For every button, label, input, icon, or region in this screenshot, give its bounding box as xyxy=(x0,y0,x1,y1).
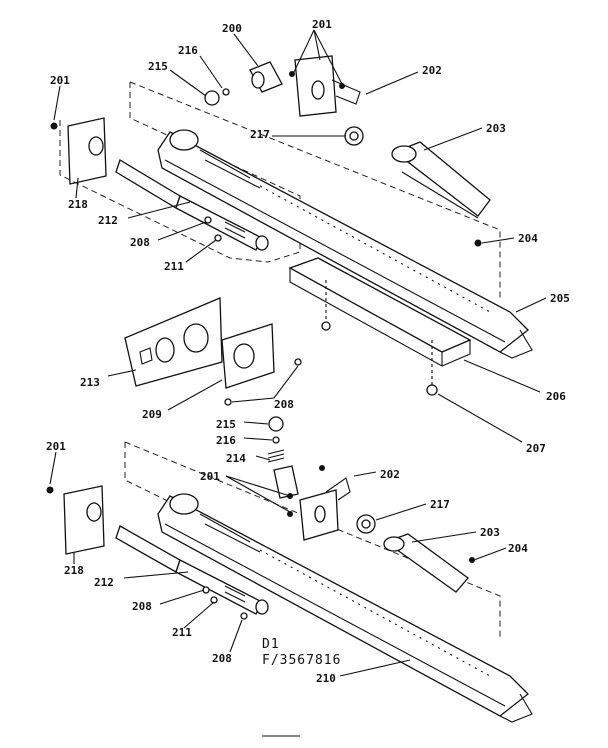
callout-203-lower: 203 xyxy=(480,526,500,539)
middle-panel-group xyxy=(124,297,302,406)
callout-202-lower: 202 xyxy=(380,468,400,481)
callout-216-lower: 216 xyxy=(216,434,236,447)
callout-214: 214 xyxy=(226,452,246,465)
orifice-bracket-202 xyxy=(294,55,361,117)
callout-201-left-top: 201 xyxy=(50,74,70,87)
callout-205: 205 xyxy=(550,292,570,305)
gas-valve-200 xyxy=(249,61,283,93)
callout-208-lower-a: 208 xyxy=(132,600,152,613)
screw-204-lower xyxy=(469,557,475,563)
callout-218-lower: 218 xyxy=(64,564,84,577)
callout-212-lower: 212 xyxy=(94,576,114,589)
igniter-212-lower xyxy=(115,525,269,615)
screw-208-middle-a xyxy=(224,398,232,406)
callout-217-lower: 217 xyxy=(430,498,450,511)
callout-201-top: 201 xyxy=(312,18,332,31)
screw-211-lower xyxy=(210,596,218,604)
screw-204 xyxy=(474,239,482,247)
callout-216-top: 216 xyxy=(178,44,198,57)
callout-202-top: 202 xyxy=(422,64,442,77)
callout-208-lower-b: 208 xyxy=(212,652,232,665)
nut-215-lower xyxy=(268,416,284,432)
screw-201-top-bracket-a xyxy=(289,71,295,77)
upper-enclosure-outline xyxy=(129,81,501,300)
mounting-plate-218 xyxy=(67,117,107,185)
washer-216 xyxy=(222,88,230,96)
caption-line-2: F/3567816 xyxy=(262,653,341,668)
air-shutter-203-lower xyxy=(383,533,469,593)
callout-213: 213 xyxy=(80,376,100,389)
callout-212-top: 212 xyxy=(98,214,118,227)
burner-tube-205 xyxy=(157,129,533,359)
screw-211-upper xyxy=(214,234,222,242)
hex-nut-217 xyxy=(344,126,364,146)
callout-218-top: 218 xyxy=(68,198,88,211)
screw-202-lower xyxy=(319,465,325,471)
callout-201-left-lower: 201 xyxy=(46,440,66,453)
callout-210: 210 xyxy=(316,672,336,685)
leader-lines xyxy=(49,29,547,677)
igniter-212 xyxy=(115,159,269,251)
screw-208-middle-b xyxy=(294,358,302,366)
nut-215 xyxy=(204,90,220,106)
callout-211-lower: 211 xyxy=(172,626,192,639)
upper-assembly xyxy=(50,55,533,396)
callout-204-top: 204 xyxy=(518,232,538,245)
callout-labels: 200 201 216 215 202 201 203 217 218 212 … xyxy=(46,18,570,685)
callout-215-lower: 215 xyxy=(216,418,236,431)
screw-201-top-bracket-b xyxy=(339,83,345,89)
callout-204-lower: 204 xyxy=(508,542,528,555)
callout-211-top: 211 xyxy=(164,260,184,273)
screw-208-upper xyxy=(204,216,212,224)
callout-206: 206 xyxy=(546,390,566,403)
callout-215-top: 215 xyxy=(148,60,168,73)
screw-201-lower-bracket-b xyxy=(287,511,293,517)
callout-217-top: 217 xyxy=(250,128,270,141)
callout-208-top: 208 xyxy=(130,236,150,249)
hex-nut-217-lower xyxy=(356,514,376,534)
gas-valve-214 xyxy=(267,449,299,499)
screw-208-lower-b xyxy=(240,612,248,620)
callout-201-lower: 201 xyxy=(200,470,220,483)
washer-216-lower xyxy=(272,436,280,444)
lower-assembly xyxy=(46,416,533,723)
diagram-caption: D1 F/3567816 xyxy=(262,637,341,668)
heat-shield-213 xyxy=(124,297,223,387)
callout-209: 209 xyxy=(142,408,162,421)
mounting-plate-218-lower xyxy=(63,485,105,555)
screw-201-lower-left xyxy=(46,486,54,494)
screw-207 xyxy=(321,280,438,396)
caption-line-1: D1 xyxy=(262,637,280,652)
shield-209 xyxy=(221,323,275,389)
orifice-bracket-202-lower xyxy=(299,477,351,541)
callout-207: 207 xyxy=(526,442,546,455)
air-shutter-203 xyxy=(391,141,491,219)
burner-support-206 xyxy=(288,257,472,367)
upper-plate-dashed-link xyxy=(59,120,269,263)
callout-208-middle: 208 xyxy=(274,398,294,411)
burner-tube-210 xyxy=(157,493,533,723)
callout-200: 200 xyxy=(222,22,242,35)
callout-203-top: 203 xyxy=(486,122,506,135)
screw-201-top-left xyxy=(50,122,58,130)
